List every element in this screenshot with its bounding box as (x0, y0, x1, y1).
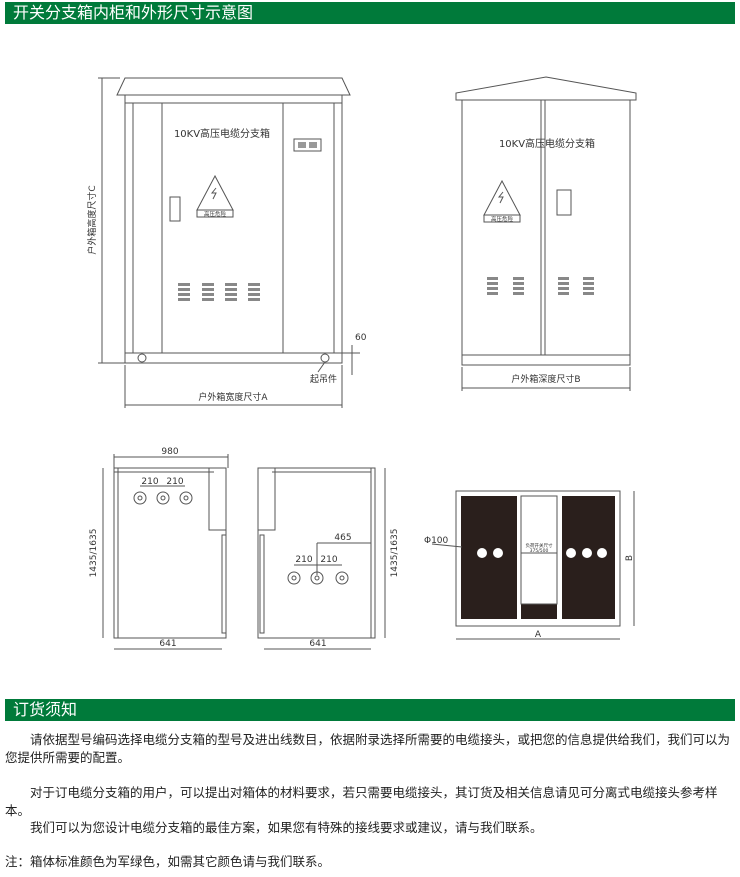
section-header-ordering: 订货须知 (5, 699, 735, 721)
width-a-label: 户外箱宽度尺寸A (198, 391, 268, 403)
switch-size: 375/500 (530, 548, 549, 554)
note-paragraph: 请依据型号编码选择电缆分支箱的型号及进出线数目，依据附录选择所需要的电缆接头，或… (5, 732, 731, 765)
section-header-dimensions: 开关分支箱内柜和外形尺寸示意图 (5, 2, 735, 24)
dim-641-left: 641 (159, 639, 176, 649)
color-note: 注：箱体标准颜色为军绿色，如需其它颜色请与我们联系。 (5, 854, 331, 869)
dim-height-left: 1435/1635 (89, 529, 99, 578)
warning-label: 高压危险 (491, 215, 514, 223)
pitch-2: 210 (166, 477, 183, 487)
pitch-2: 210 (320, 555, 337, 565)
pitch-1: 210 (141, 477, 158, 487)
depth-b-label: 户外箱深度尺寸B (511, 373, 580, 385)
dim-60: 60 (355, 333, 367, 343)
lift-label: 起吊件 (310, 373, 337, 385)
note-paragraph: 我们可以为您设计电缆分支箱的最佳方案，如果您有特殊的接线要求或建议，请与我们联系… (30, 820, 543, 835)
hole-diameter: Φ100 (424, 536, 449, 546)
front-view-cabinet: 10KV高压电缆分支箱 高压危险 户外箱高度尺寸C 户外箱宽度尺寸A 60 起吊… (86, 77, 367, 408)
inner-left-view: 980 210 210 1435/1635 641 (89, 447, 229, 650)
pitch-1: 210 (295, 555, 312, 565)
side-view-cabinet: 10KV高压电缆分支箱 高压危险 户外箱深度尺寸B (455, 76, 637, 391)
dim-980: 980 (161, 447, 178, 457)
switch-label: 负荷开关尺寸 (526, 542, 553, 549)
warning-label: 高压危险 (204, 210, 227, 218)
dim-b: B (625, 555, 635, 561)
dimension-drawings: 10KV高压电缆分支箱 高压危险 户外箱高度尺寸C 户外箱宽度尺寸A 60 起吊… (86, 76, 637, 650)
dim-a: A (535, 630, 542, 640)
note-paragraph: 对于订电缆分支箱的用户，可以提出对箱体的材料要求，若只需要电缆接头，其订货及相关… (5, 785, 718, 818)
side-title: 10KV高压电缆分支箱 (499, 137, 595, 150)
dim-height-right: 1435/1635 (390, 529, 400, 578)
height-c-label: 户外箱高度尺寸C (86, 185, 98, 254)
plan-view: 负荷开关尺寸 375/500 Φ100 A B (424, 490, 635, 640)
front-title: 10KV高压电缆分支箱 (174, 127, 270, 140)
inner-right-view: 465 210 210 1435/1635 641 (257, 467, 400, 650)
dim-465: 465 (334, 533, 351, 543)
dim-641-right: 641 (309, 639, 326, 649)
